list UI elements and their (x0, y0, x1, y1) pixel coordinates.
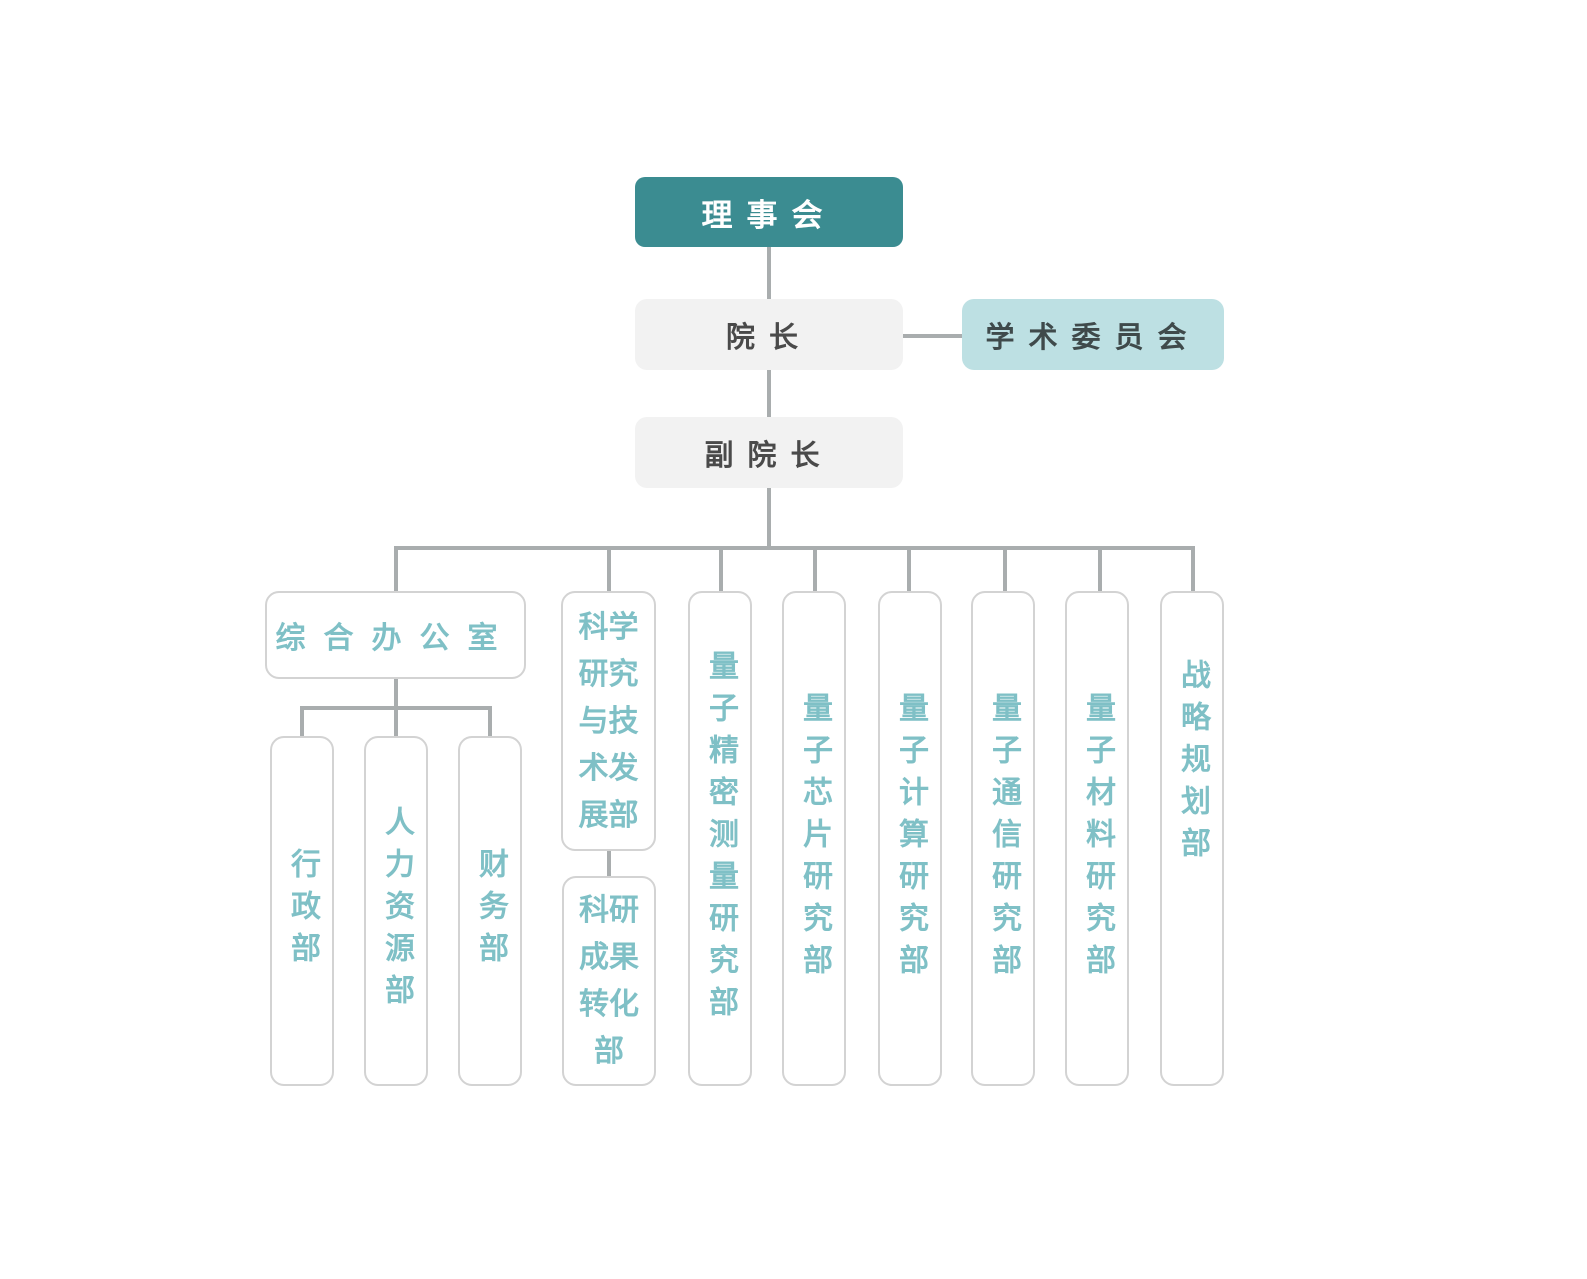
general-office-box: 综合办公室 (265, 591, 526, 679)
academic-committee-box: 学术委员会 (962, 299, 1224, 370)
research-dev-box: 科学 研究 与技 术发 展部 (561, 591, 656, 851)
connector-council-president (767, 246, 771, 300)
dept-materials-box: 量子材料研究部 (1065, 591, 1129, 1086)
dept-chip-label: 量子芯片研究部 (797, 691, 832, 986)
finance-dept-label: 财务部 (473, 848, 508, 974)
president-label: 院长 (725, 319, 812, 354)
dept-precision-label: 量子精密测量研究部 (703, 649, 738, 1028)
connector-drop-computing (907, 546, 911, 592)
connector-main-bus (394, 546, 1195, 550)
connector-drop-strategy (1191, 546, 1195, 592)
connector-research-transfer (607, 850, 611, 877)
connector-drop-communication (1003, 546, 1007, 592)
dept-computing-label: 量子计算研究部 (893, 691, 928, 986)
council-box: 理事会 (635, 177, 903, 247)
connector-president-vice (767, 370, 771, 418)
connector-drop-materials (1098, 546, 1102, 592)
hr-dept-label: 人力资源部 (379, 806, 414, 1016)
admin-dept-label: 行政部 (285, 848, 320, 974)
connector-drop-finance (488, 706, 492, 736)
connector-drop-office (394, 546, 398, 592)
connector-drop-hr (394, 706, 398, 736)
connector-drop-chip (813, 546, 817, 592)
connector-drop-admin (300, 706, 304, 736)
transfer-box: 科研 成果 转化 部 (562, 876, 656, 1086)
academic-committee-label: 学术委员会 (985, 319, 1201, 354)
dept-materials-label: 量子材料研究部 (1080, 691, 1115, 986)
dept-strategy-label: 战略规划部 (1175, 658, 1210, 869)
dept-computing-box: 量子计算研究部 (878, 591, 942, 1086)
dept-strategy-box: 战略规划部 (1160, 591, 1224, 1086)
connector-vice-bus (767, 487, 771, 548)
vice-president-box: 副院长 (635, 417, 903, 488)
hr-dept-box: 人力资源部 (364, 736, 428, 1086)
dept-precision-box: 量子精密测量研究部 (688, 591, 752, 1086)
connector-president-academic (902, 334, 962, 338)
admin-dept-box: 行政部 (270, 736, 334, 1086)
connector-office-stem (394, 678, 398, 708)
vice-president-label: 副院长 (704, 437, 834, 472)
council-label: 理事会 (701, 197, 837, 234)
dept-communication-label: 量子通信研究部 (986, 691, 1021, 986)
connector-drop-research-dev (607, 546, 611, 592)
dept-chip-box: 量子芯片研究部 (782, 591, 846, 1086)
president-box: 院长 (635, 299, 903, 370)
finance-dept-box: 财务部 (458, 736, 522, 1086)
dept-communication-box: 量子通信研究部 (971, 591, 1035, 1086)
transfer-label: 科研 成果 转化 部 (579, 893, 639, 1069)
research-dev-label: 科学 研究 与技 术发 展部 (578, 609, 639, 833)
connector-drop-precision (719, 546, 723, 592)
general-office-label: 综合办公室 (275, 621, 516, 656)
